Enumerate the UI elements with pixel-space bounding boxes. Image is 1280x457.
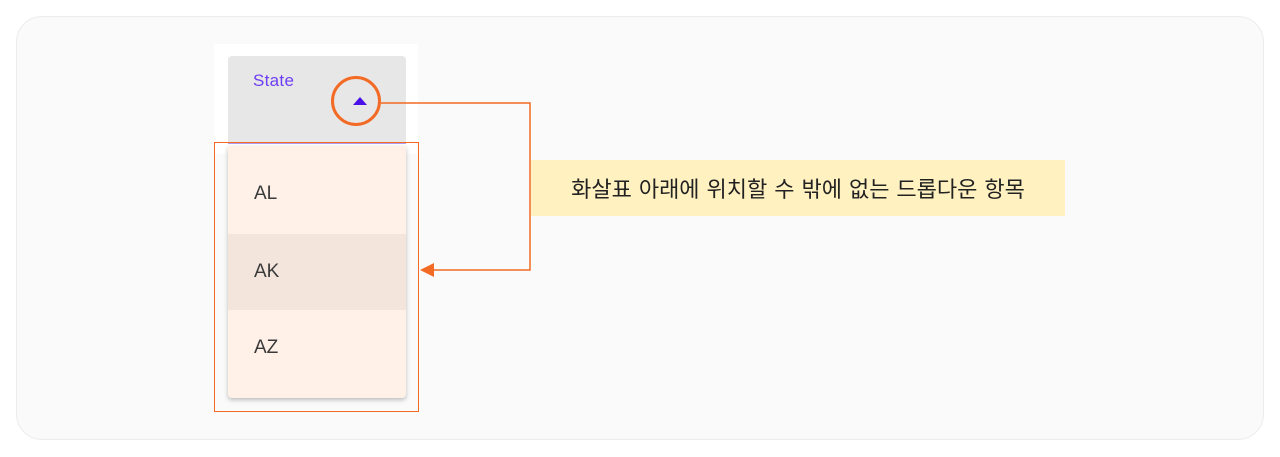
menu-item-al[interactable]: AL	[228, 156, 406, 232]
dropdown-menu: AL AK AZ	[228, 146, 406, 398]
arrow-left-icon	[420, 263, 434, 277]
menu-item-ak[interactable]: AK	[228, 234, 406, 310]
connector-line	[381, 102, 531, 271]
menu-item-label: AK	[254, 261, 280, 282]
menu-item-az[interactable]: AZ	[228, 310, 406, 386]
annotation-text: 화살표 아래에 위치할 수 밖에 없는 드롭다운 항목	[571, 178, 1025, 203]
menu-highlight-outline	[214, 142, 419, 412]
annotation-callout: 화살표 아래에 위치할 수 밖에 없는 드롭다운 항목	[531, 160, 1065, 216]
menu-item-label: AL	[254, 183, 278, 204]
menu-item-label: AZ	[254, 337, 279, 358]
caret-highlight-ring	[331, 76, 381, 126]
select-label: State	[253, 71, 295, 90]
